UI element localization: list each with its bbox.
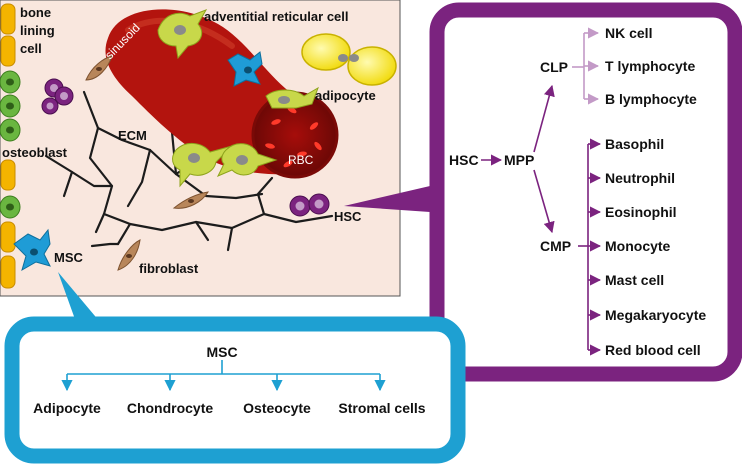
leaf-osteocyte: Osteocyte (243, 400, 311, 416)
label-fibroblast: fibroblast (139, 261, 199, 276)
node-mpp: MPP (504, 152, 534, 168)
node-msc: MSC (206, 344, 237, 360)
bone-lining-cells (0, 3, 16, 289)
node-cmp: CMP (540, 238, 571, 254)
leaf-megakaryocyte: Megakaryocyte (605, 307, 706, 323)
label-adventitial-reticular-cell: adventitial reticular cell (204, 9, 349, 24)
msc-cells (13, 51, 263, 272)
leaf-stromal-cells: Stromal cells (338, 400, 425, 416)
fibroblast-cells (85, 55, 209, 271)
leaf-chondrocyte: Chondrocyte (127, 400, 214, 416)
msc-lineage-panel (4, 316, 466, 464)
label-osteoblast: osteoblast (2, 145, 68, 160)
leaf-neutrophil: Neutrophil (605, 170, 675, 186)
leaf-basophil: Basophil (605, 136, 664, 152)
hsc-cells (41, 78, 330, 217)
leaf-b-lymphocyte: B lymphocyte (605, 91, 697, 107)
node-clp: CLP (540, 59, 568, 75)
label-rbc: RBC (288, 153, 314, 167)
label-cell: cell (20, 41, 42, 56)
label-adipocyte: adipocyte (315, 88, 376, 103)
leaf-eosinophil: Eosinophil (605, 204, 677, 220)
leaf-red-blood-cell: Red blood cell (605, 342, 701, 358)
adipocyte-cells (301, 33, 397, 86)
leaf-mast-cell: Mast cell (605, 272, 664, 288)
msc-callout-pointer (58, 272, 100, 322)
label-bone: bone (20, 5, 51, 20)
hsc-lineage-panel (429, 2, 742, 382)
hsc-callout-pointer (344, 186, 430, 212)
label-ecm: ECM (118, 128, 147, 143)
arrow-mpp-to-clp (533, 84, 555, 153)
osteoblast-cells (0, 70, 21, 219)
adventitial-reticular-cells (157, 9, 319, 188)
leaf-monocyte: Monocyte (605, 238, 671, 254)
cmp-branches (578, 138, 602, 356)
leaf-adipocyte: Adipocyte (33, 400, 101, 416)
label-hsc-cell: HSC (334, 209, 362, 224)
node-hsc: HSC (449, 152, 479, 168)
label-msc-cell: MSC (54, 250, 84, 265)
hsc-lineage-tree: HSC MPP CLP CMP NK cell T lymphocyte B l… (449, 25, 706, 358)
msc-lineage-tree: MSC Adipocyte Chondrocyte Osteocyte Stro… (33, 344, 426, 416)
leaf-t-lymphocyte: T lymphocyte (605, 58, 695, 74)
arrow-mpp-to-cmp (533, 169, 555, 234)
clp-branches (572, 27, 600, 105)
leaf-nk-cell: NK cell (605, 25, 652, 41)
label-lining: lining (20, 23, 55, 38)
